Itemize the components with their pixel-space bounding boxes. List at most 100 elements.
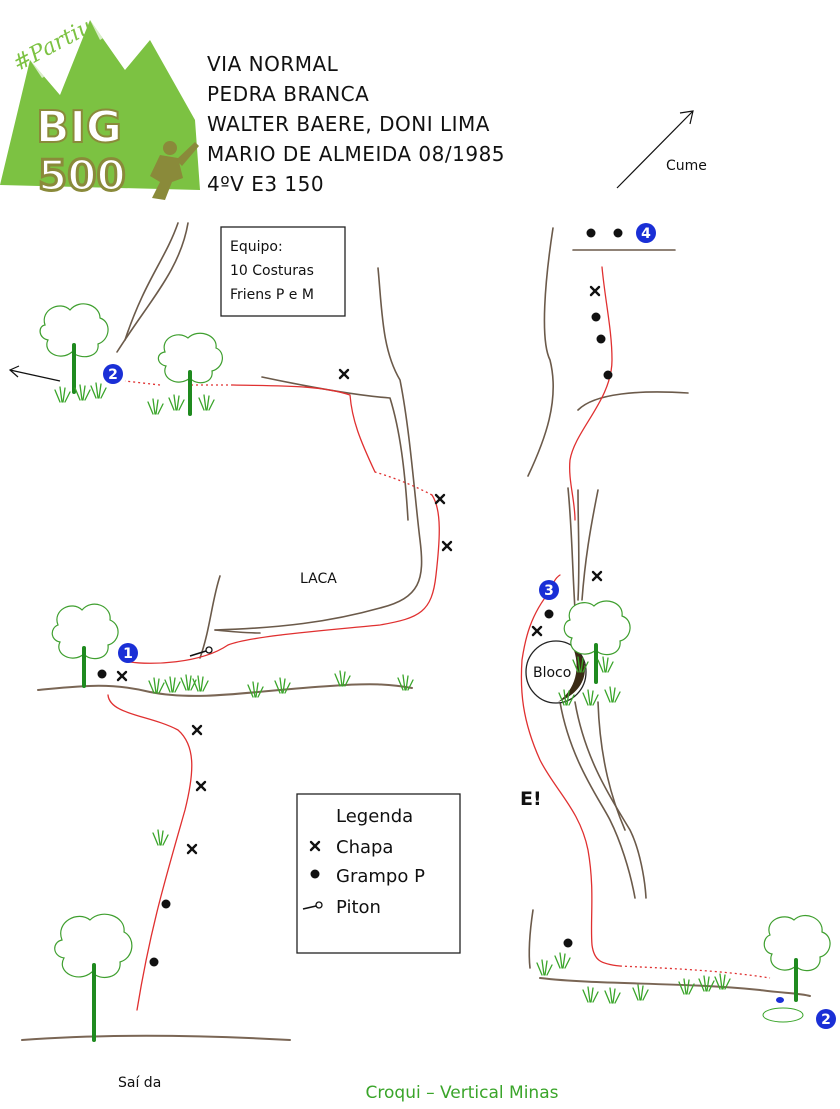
belay-4: 4 (636, 223, 656, 243)
belay-3-number: 3 (544, 583, 554, 599)
tree-icon (762, 915, 831, 1023)
grass-icon (180, 674, 197, 691)
bolt-dot-icon (161, 899, 171, 909)
grass-icon (572, 656, 589, 673)
grass-icon (168, 394, 185, 411)
bolt-x-icon (186, 843, 198, 855)
belay-4-number: 4 (641, 226, 651, 242)
route-line (107, 266, 771, 1011)
belay-2-left: 2 (103, 364, 123, 384)
grass-icon (714, 973, 731, 990)
grass-icon (597, 656, 614, 673)
route-info-line-1: VIA NORMAL (207, 52, 339, 76)
grass-icon (604, 987, 621, 1004)
legend-item-grampo: Grampo P (336, 866, 425, 887)
grass-icon (334, 670, 351, 687)
ground-lines (21, 683, 811, 1041)
belay-1: 1 (118, 643, 138, 663)
equipment-line-1: Equipo: (230, 239, 283, 255)
belay-2-left-number: 2 (108, 367, 118, 383)
summit-label: Cume (666, 158, 707, 174)
tree-icon (157, 332, 223, 416)
grass-icon (54, 386, 71, 403)
trees (39, 303, 831, 1042)
belay-2-right: 2 (816, 1009, 836, 1029)
grass-icon (152, 829, 169, 846)
tree-icon (563, 600, 631, 684)
bolt-x-icon (116, 670, 128, 682)
bolt-x-icon (531, 625, 543, 637)
bolt-x-icon (191, 724, 203, 736)
bolt-dot-icon (563, 938, 573, 948)
grass-icon (192, 675, 209, 692)
grass-icon (632, 984, 649, 1001)
grass-icon (678, 978, 695, 995)
footer-credit: Croqui – Vertical Minas (366, 1083, 559, 1103)
equipment-box: Equipo: 10 Costuras Friens P e M (220, 226, 346, 317)
bolt-x-icon (434, 493, 446, 505)
legend-item-chapa: Chapa (336, 837, 393, 858)
piton-icon (189, 646, 213, 657)
piton-icon (302, 901, 323, 910)
mountain-icon (0, 20, 200, 190)
big500-logo: #Partiu BIG 500 (0, 0, 210, 215)
grass-icon (274, 677, 291, 694)
bolt-x-icon (591, 570, 603, 582)
flake-label: LACA (300, 571, 337, 587)
exit-warning-label: E! (520, 788, 542, 810)
grass-icon (554, 952, 571, 969)
bolt-dot-icon (586, 228, 596, 238)
grass-icon (536, 959, 553, 976)
equipment-line-3: Friens P e M (230, 287, 314, 303)
route-info-line-3: WALTER BAERE, DONI LIMA (207, 112, 490, 136)
route-info: VIA NORMAL PEDRA BRANCA WALTER BAERE, DO… (207, 52, 505, 196)
grass-icon (198, 394, 215, 411)
bolt-dot-icon (591, 312, 601, 322)
route-info-line-5: 4ºV E3 150 (207, 172, 324, 196)
tree-icon (54, 913, 133, 1042)
grass-icon (164, 676, 181, 693)
bolt-dot-icon (97, 669, 107, 679)
climber-icon (150, 141, 199, 200)
legend-item-piton: Piton (336, 897, 381, 918)
bolt-x-icon (338, 368, 350, 380)
protection-bolts (97, 228, 623, 967)
exit-arrow-left (8, 365, 61, 382)
equipment-line-2: 10 Costuras (230, 263, 314, 279)
bolt-dot-icon (596, 334, 606, 344)
boulder-label: Bloco (533, 665, 571, 681)
legend: Legenda Chapa Grampo P Piton (296, 793, 461, 954)
logo-500: 500 (38, 151, 126, 200)
x-mark-icon (309, 840, 321, 852)
bolt-x-icon (195, 780, 207, 792)
tree-icon (39, 303, 109, 394)
grass-icon (147, 398, 164, 415)
bolt-dot-icon (149, 957, 159, 967)
grass-icon (558, 689, 575, 706)
route-info-line-2: PEDRA BRANCA (207, 82, 369, 106)
legend-title: Legenda (336, 806, 413, 827)
bolt-dot-icon (603, 370, 613, 380)
grass-icon (582, 689, 599, 706)
summit-arrow: Cume (616, 110, 707, 189)
grass-icon (582, 986, 599, 1003)
tree-icon (51, 603, 119, 688)
bolt-dot-icon (544, 609, 554, 619)
dot-icon (310, 869, 320, 879)
bolt-x-icon (589, 285, 601, 297)
belay-3: 3 (539, 580, 559, 600)
grass-icon (397, 674, 414, 691)
grass-icon (74, 384, 91, 401)
grass-icon (90, 382, 107, 399)
belay-2-right-number: 2 (821, 1012, 831, 1028)
route-info-line-4: MARIO DE ALMEIDA 08/1985 (207, 142, 505, 166)
grass-tufts (54, 382, 731, 1004)
rock-features-right (527, 227, 689, 969)
logo-big: BIG (36, 102, 122, 153)
bolt-x-icon (441, 540, 453, 552)
grass-icon (148, 677, 165, 694)
grass-icon (247, 681, 264, 698)
rock-features-left (116, 222, 423, 659)
